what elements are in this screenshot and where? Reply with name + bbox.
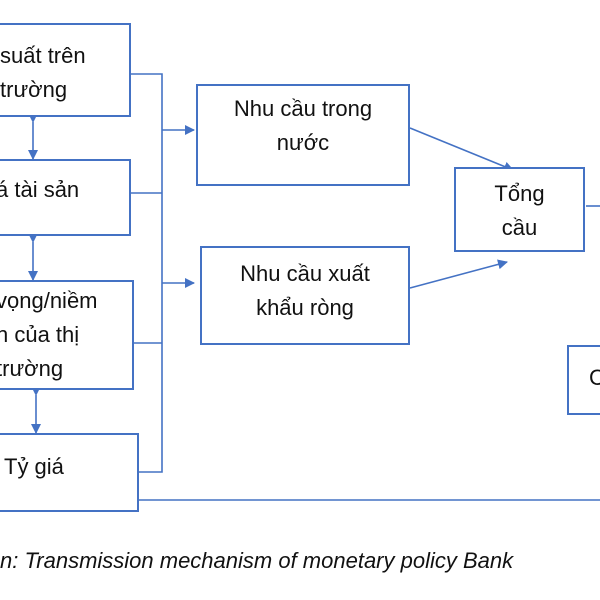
box-aggregate-demand-label: Tổng cầu: [494, 181, 545, 240]
box-exchange-rate: Tỷ giá: [0, 433, 139, 512]
box-market-interest-rates-label: suất trên trường: [0, 43, 86, 102]
box-right-partial-label: C: [589, 361, 600, 395]
box-aggregate-demand: Tổng cầu: [454, 167, 585, 252]
figure-caption: n: Transmission mechanism of monetary po…: [0, 548, 514, 573]
connector-bracket: [131, 73, 163, 473]
box-net-export-demand: Nhu cầu xuất khẩu ròng: [200, 246, 410, 345]
arrow-export-to-aggregate: [409, 259, 508, 289]
box-net-export-demand-label: Nhu cầu xuất khẩu ròng: [240, 261, 370, 320]
box-market-interest-rates: suất trên trường: [0, 23, 131, 117]
box-asset-prices-label: á tài sản: [0, 177, 80, 202]
box-exchange-rate-label: Tỷ giá: [4, 454, 64, 479]
box-right-partial: C: [567, 345, 600, 415]
box-domestic-demand-label: Nhu cầu trong nước: [233, 96, 373, 155]
box-domestic-demand: Nhu cầu trong nước: [196, 84, 410, 186]
arrow-domestic-to-aggregate: [409, 127, 514, 172]
box-market-expectations-label: vọng/niềm n của thị trường: [0, 288, 98, 381]
box-market-expectations: vọng/niềm n của thị trường: [0, 280, 134, 390]
box-asset-prices: á tài sản: [0, 159, 131, 236]
